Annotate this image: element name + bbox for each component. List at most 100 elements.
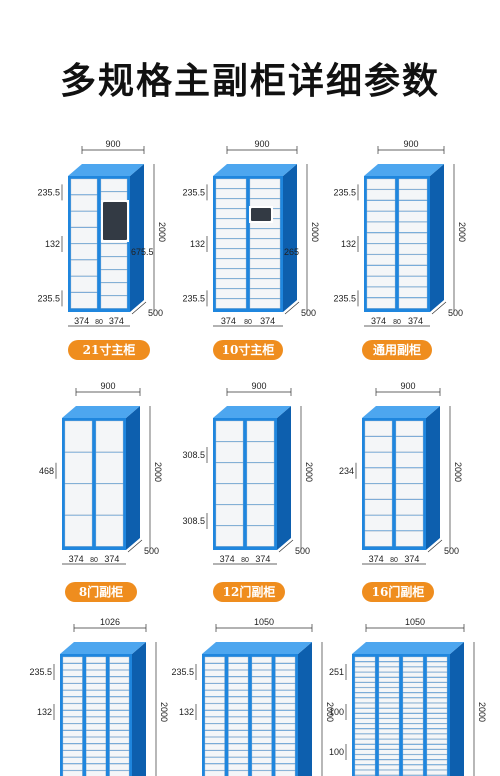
locker-door	[427, 678, 447, 682]
locker-door	[427, 688, 447, 692]
locker-door	[63, 751, 82, 757]
locker-door	[229, 684, 249, 690]
dim-width-label: 1050	[405, 617, 425, 627]
locker-door	[229, 751, 249, 757]
locker-door	[216, 269, 246, 278]
locker-door	[379, 709, 399, 713]
locker-door	[367, 266, 395, 276]
locker-door	[205, 771, 225, 776]
locker-door	[252, 657, 272, 663]
locker-door	[396, 516, 423, 531]
locker-door	[86, 717, 105, 723]
cabinet-top	[364, 164, 444, 176]
locker-door	[399, 190, 427, 200]
cabinet-side	[430, 164, 444, 312]
locker-door	[205, 744, 225, 750]
locker-door	[216, 299, 246, 308]
dim-row-label: 235.5	[171, 667, 194, 677]
dim-depth-label: 500	[301, 308, 316, 318]
dim-col-left: 374	[74, 316, 89, 326]
locker-door	[71, 195, 97, 210]
locker-door	[355, 734, 375, 738]
locker-door	[216, 463, 243, 483]
locker-door	[71, 179, 97, 194]
locker-door	[355, 755, 375, 759]
dim-col-mid: 80	[241, 557, 249, 564]
dim-row-label: 308.5	[182, 450, 205, 460]
locker-door	[229, 764, 249, 770]
locker-door	[403, 683, 423, 687]
locker-door	[65, 484, 92, 515]
page-title: 多规格主副柜详细参数	[0, 52, 500, 104]
dim-row-label: 132	[179, 707, 194, 717]
locker-door	[427, 657, 447, 661]
locker-door	[216, 229, 246, 238]
locker-door	[403, 662, 423, 666]
cabinet-side	[130, 164, 144, 312]
locker-door	[252, 697, 272, 703]
locker-door	[110, 717, 129, 723]
locker-door	[427, 770, 447, 774]
dim-row-label: 251	[329, 667, 344, 677]
locker-door	[396, 453, 423, 468]
locker-door	[427, 750, 447, 754]
locker-door	[205, 664, 225, 670]
locker-door	[355, 683, 375, 687]
dim-row-label: 235.5	[37, 187, 60, 197]
locker-door	[399, 244, 427, 254]
locker-door	[216, 209, 246, 218]
dim-height-label: 2000	[457, 222, 467, 242]
dim-height-label: 2000	[304, 462, 314, 482]
locker-door	[101, 296, 127, 308]
locker-door	[86, 691, 105, 697]
dim-row-label: 235.5	[182, 293, 205, 303]
dim-col-right: 374	[404, 554, 419, 564]
locker-door	[355, 729, 375, 733]
dim-col-mid: 80	[393, 319, 401, 326]
locker-door	[250, 289, 280, 298]
locker-door	[205, 764, 225, 770]
locker-door	[365, 453, 392, 468]
locker-door	[403, 678, 423, 682]
dim-depth-label: 500	[444, 546, 459, 556]
dim-col-right: 374	[109, 316, 124, 326]
locker-door	[71, 244, 97, 259]
dim-row-label: 235.5	[37, 293, 60, 303]
locker-door	[399, 222, 427, 232]
locker-door	[276, 684, 296, 690]
locker-door	[229, 744, 249, 750]
locker-door	[365, 484, 392, 499]
locker-door	[276, 758, 296, 764]
locker-door	[63, 764, 82, 770]
locker-door	[367, 244, 395, 254]
locker-door	[276, 677, 296, 683]
locker-door	[63, 731, 82, 737]
locker-door	[379, 714, 399, 718]
locker-door	[367, 179, 395, 189]
locker-door	[365, 516, 392, 531]
screen-display	[103, 202, 127, 240]
locker-door	[205, 677, 225, 683]
locker-door	[427, 724, 447, 728]
locker-door	[355, 770, 375, 774]
locker-door	[229, 731, 249, 737]
cabinet-side	[283, 164, 297, 312]
locker-door	[355, 745, 375, 749]
dim-width-label: 1026	[100, 617, 120, 627]
locker-door	[63, 758, 82, 764]
locker-door	[216, 505, 243, 525]
locker-door	[427, 683, 447, 687]
locker-door	[216, 279, 246, 288]
locker-door	[205, 737, 225, 743]
cabinet-top	[213, 164, 297, 176]
locker-door	[403, 729, 423, 733]
locker-door	[427, 755, 447, 759]
locker-door	[399, 201, 427, 211]
cabinet-side	[132, 642, 146, 776]
locker-door	[86, 684, 105, 690]
